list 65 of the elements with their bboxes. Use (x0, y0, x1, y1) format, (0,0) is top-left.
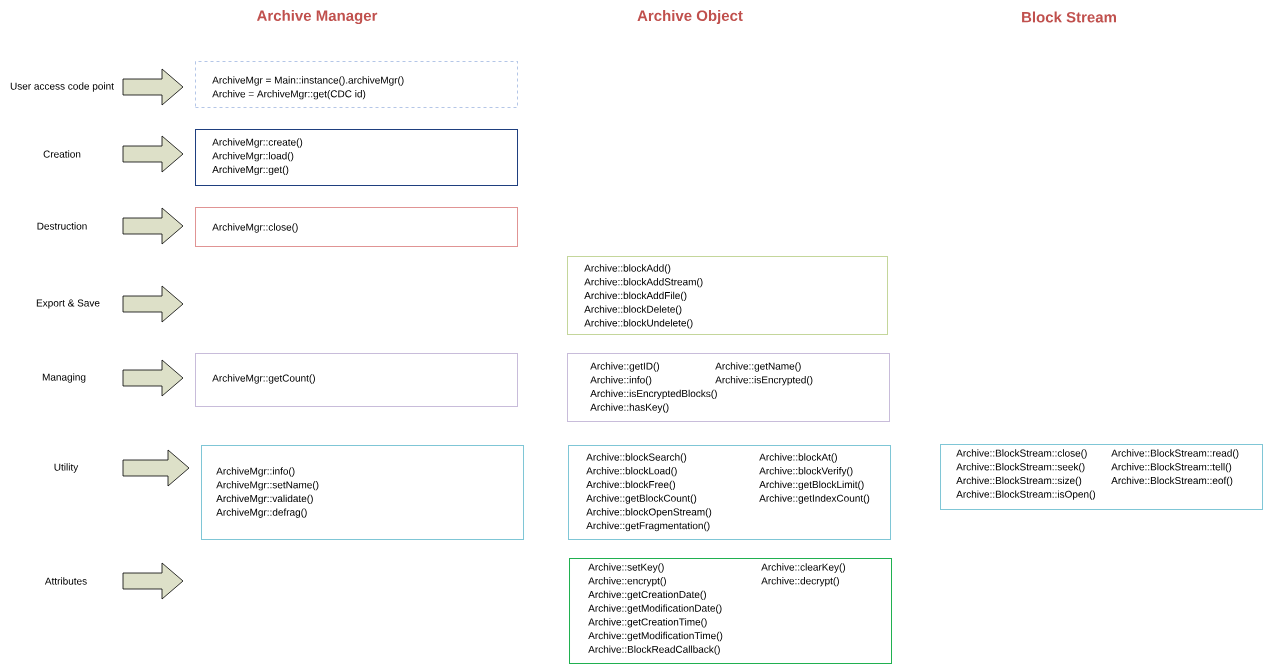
method-text: Archive::clearKey() (761, 563, 846, 573)
method-text: Archive::BlockStream::seek() (956, 463, 1085, 473)
method-text: Archive::blockLoad() (586, 467, 677, 477)
method-text: Archive::BlockStream::read() (1111, 449, 1239, 459)
method-text: Archive::setKey() (588, 563, 664, 573)
method-text: ArchiveMgr::setName() (216, 481, 319, 491)
method-text: Archive::blockUndelete() (584, 319, 693, 329)
method-text: Archive::BlockStream::size() (956, 476, 1082, 487)
method-text: Archive::getCreationTime() (588, 618, 707, 628)
method-text: Archive::getModificationDate() (588, 604, 722, 614)
method-text: Archive::blockAt() (759, 453, 837, 463)
method-text: Archive::getCreationDate() (588, 590, 706, 601)
row-label: Destruction (37, 222, 87, 230)
block-arrow (122, 359, 184, 397)
block-arrow (122, 68, 184, 106)
method-text: Archive::blockAddStream() (584, 278, 703, 288)
method-text: ArchiveMgr::info() (216, 467, 295, 477)
method-text: ArchiveMgr::defrag() (216, 508, 307, 518)
method-text: Archive::getFragmentation() (586, 521, 710, 532)
method-text: ArchiveMgr::get() (212, 165, 289, 176)
method-text: ArchiveMgr::load() (212, 152, 294, 162)
method-text: Archive::hasKey() (590, 403, 669, 413)
column-heading: Archive Manager (256, 10, 378, 25)
method-text: Archive::getBlockCount() (586, 494, 697, 504)
block-arrow (122, 449, 190, 487)
method-text: Archive::BlockStream::isOpen() (956, 490, 1096, 500)
row-label: Managing (42, 373, 86, 383)
method-text: Archive::getID() (590, 362, 660, 372)
method-text: Archive = ArchiveMgr::get(CDC id) (212, 90, 366, 100)
method-text: Archive::BlockReadCallback() (588, 645, 720, 655)
method-text: Archive::blockVerify() (759, 467, 853, 477)
method-text: ArchiveMgr::validate() (216, 494, 313, 505)
block-arrow (122, 562, 184, 600)
row-label: Attributes (44, 577, 87, 585)
method-text: Archive::BlockStream::eof() (1111, 476, 1233, 487)
method-text: Archive::blockSearch() (586, 453, 687, 463)
method-text: ArchiveMgr::close() (212, 223, 298, 233)
method-text: ArchiveMgr::create() (212, 138, 303, 148)
method-text: Archive::blockAdd() (584, 264, 671, 274)
block-arrow (122, 285, 184, 323)
method-text: Archive::decrypt() (761, 577, 839, 587)
row-label: Export & Save (36, 299, 100, 309)
row-label: Creation (43, 150, 81, 158)
method-text: Archive::BlockStream::close() (956, 449, 1087, 459)
method-text: Archive::BlockStream::tell() (1111, 463, 1232, 473)
method-text: Archive::blockOpenStream() (586, 508, 712, 518)
block-arrow (122, 207, 184, 245)
method-text: Archive::isEncryptedBlocks() (590, 389, 717, 400)
block-arrow (122, 135, 184, 173)
method-text: Archive::isEncrypted() (715, 376, 813, 386)
method-text: ArchiveMgr::getCount() (212, 374, 315, 384)
method-text: Archive::encrypt() (588, 577, 666, 587)
method-text: Archive::blockDelete() (584, 305, 682, 315)
method-text: Archive::blockAddFile() (584, 291, 687, 302)
row-label: Utility (54, 463, 79, 473)
method-text: Archive::getModificationTime() (588, 631, 723, 642)
method-text: ArchiveMgr = Main::instance().archiveMgr() (212, 76, 404, 86)
column-heading: Block Stream (1022, 11, 1116, 23)
method-text: Archive::getBlockLimit() (759, 480, 864, 491)
row-label: User access code point (10, 82, 114, 92)
method-text: Archive::blockFree() (586, 480, 676, 491)
method-text: Archive::getName() (715, 362, 801, 372)
column-heading: Archive Object (637, 10, 743, 24)
method-text: Archive::info() (590, 376, 652, 386)
method-text: Archive::getIndexCount() (759, 494, 870, 504)
